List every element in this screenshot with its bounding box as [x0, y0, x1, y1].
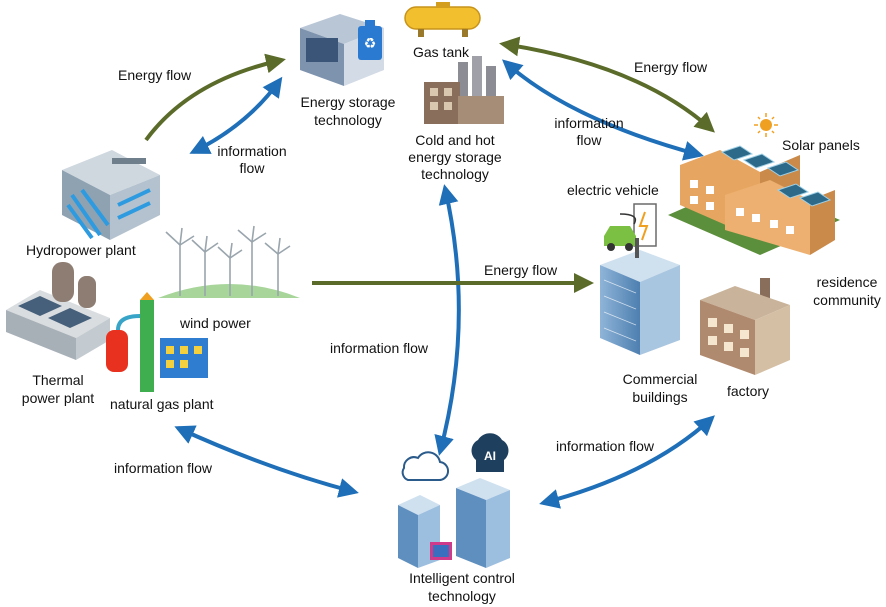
thermal-power-plant-icon	[6, 262, 110, 360]
natural-gas-plant-label: natural gas plant	[110, 396, 214, 412]
info-flow-label-top-center-line2: flow	[576, 132, 602, 148]
commercial-buildings-icon	[600, 238, 680, 355]
thermal-power-plant-label-line1: Thermal	[32, 372, 84, 388]
residence-community-icon	[668, 145, 840, 255]
intelligent-control-icon: AI	[398, 433, 510, 568]
factory-icon	[700, 278, 790, 375]
gas-tank-label: Gas tank	[412, 44, 470, 60]
factory-label: factory	[727, 383, 770, 399]
info-flow-label-top-left-line2: flow	[239, 160, 265, 176]
cold-hot-storage-label-line2: energy storage	[408, 149, 502, 165]
commercial-buildings-label-line1: Commercial	[622, 371, 698, 387]
cold-hot-storage-label-line3: technology	[421, 166, 489, 182]
info-flow-label-bottom-left: information flow	[114, 460, 213, 476]
thermal-power-plant-label-line2: power plant	[21, 390, 95, 406]
residence-community-label-line1: residence	[816, 274, 878, 290]
commercial-buildings-label-line2: buildings	[632, 389, 688, 405]
natural-gas-plant-icon	[106, 292, 208, 392]
wind-turbines-icon	[158, 225, 300, 298]
info-flow-label-center: information flow	[330, 340, 429, 356]
info-arrow-intelligent-consumers	[539, 415, 715, 509]
info-arrow-gastank-residence	[502, 59, 704, 161]
info-flow-label-bottom-right: information flow	[556, 438, 655, 454]
intelligent-control-label-line2: technology	[428, 588, 496, 604]
energy-flow-label-left: Energy flow	[118, 67, 192, 83]
solar-panels-label: Solar panels	[782, 137, 860, 153]
svg-text:♻: ♻	[364, 36, 377, 52]
wind-power-label: wind power	[180, 315, 251, 331]
energy-flow-label-center: Energy flow	[484, 262, 558, 278]
hydropower-plant-icon	[62, 150, 160, 240]
info-arrow-generation-intelligent	[174, 425, 359, 498]
info-arrow-storage-hydro	[189, 76, 283, 154]
electric-vehicle-icon	[604, 203, 657, 251]
hydropower-plant-label: Hydropower plant	[26, 242, 136, 258]
cold-hot-storage-label-line1: Cold and hot	[415, 132, 495, 148]
cold-hot-storage-icon	[424, 56, 504, 124]
intelligent-control-label-line1: Intelligent control	[409, 570, 515, 586]
ai-badge-text: AI	[484, 449, 496, 463]
sun-icon	[754, 113, 778, 137]
electric-vehicle-label: electric vehicle	[567, 182, 659, 198]
energy-storage-icon: ♻	[300, 14, 384, 86]
residence-community-label-line2: community	[813, 292, 881, 308]
energy-flow-label-right: Energy flow	[634, 59, 708, 75]
info-flow-label-top-center-line1: information	[554, 115, 624, 131]
energy-storage-label-line2: technology	[314, 112, 382, 128]
gas-tank-icon	[404, 2, 481, 37]
energy-storage-label-line1: Energy storage	[300, 94, 396, 110]
info-arrow-storage-intelligent	[434, 184, 461, 456]
info-flow-label-top-left-line1: information	[217, 143, 287, 159]
